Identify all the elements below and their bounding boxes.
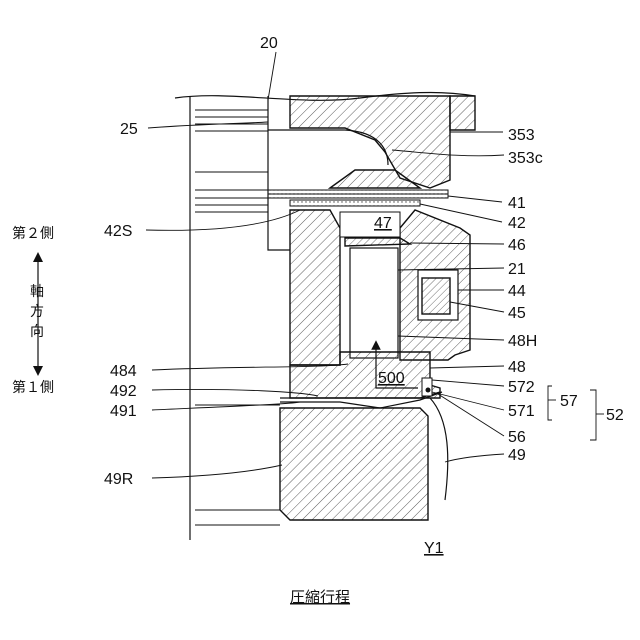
element-25	[268, 96, 290, 250]
flap-46	[345, 238, 410, 246]
label-491: 491	[110, 403, 137, 420]
rod-section	[190, 96, 280, 540]
label-46: 46	[508, 237, 526, 254]
piston-block-21	[290, 210, 340, 365]
label-353: 353	[508, 127, 535, 144]
line-49	[430, 398, 448, 500]
label-52: 52	[606, 407, 624, 424]
label-side-1: 第１側	[12, 379, 54, 396]
label-57: 57	[560, 393, 578, 410]
valve-disc-42	[290, 200, 420, 206]
seal-45	[422, 278, 450, 314]
label-20: 20	[260, 35, 278, 52]
label-353c: 353c	[508, 150, 543, 167]
ball-571	[426, 388, 431, 393]
label-56: 56	[508, 429, 526, 446]
label-49: 49	[508, 447, 526, 464]
lower-block-49R	[280, 408, 428, 520]
label-45: 45	[508, 305, 526, 322]
valve-56	[422, 378, 432, 396]
label-484: 484	[110, 363, 137, 380]
label-axial-1: 軸	[30, 284, 44, 300]
label-42: 42	[508, 215, 526, 232]
passage-353c	[268, 130, 388, 165]
label-500: 500	[378, 370, 405, 387]
label-49R: 49R	[104, 471, 133, 488]
label-42S: 42S	[104, 223, 132, 240]
label-492: 492	[110, 383, 137, 400]
label-axial-3: 向	[30, 324, 44, 340]
label-axial-2: 方	[30, 304, 44, 320]
label-41: 41	[508, 195, 526, 212]
label-47: 47	[374, 215, 392, 232]
label-572: 572	[508, 379, 535, 396]
part-353-shell	[450, 96, 475, 130]
label-25: 25	[120, 121, 138, 138]
label-side-2: 第２側	[12, 225, 54, 242]
label-48: 48	[508, 359, 526, 376]
label-Y1: Y1	[424, 540, 444, 557]
label-44: 44	[508, 283, 526, 300]
label-48H: 48H	[508, 333, 537, 350]
label-571: 571	[508, 403, 535, 420]
stem-48	[350, 248, 398, 358]
caption: 圧縮行程	[290, 588, 350, 606]
label-21: 21	[508, 261, 526, 278]
